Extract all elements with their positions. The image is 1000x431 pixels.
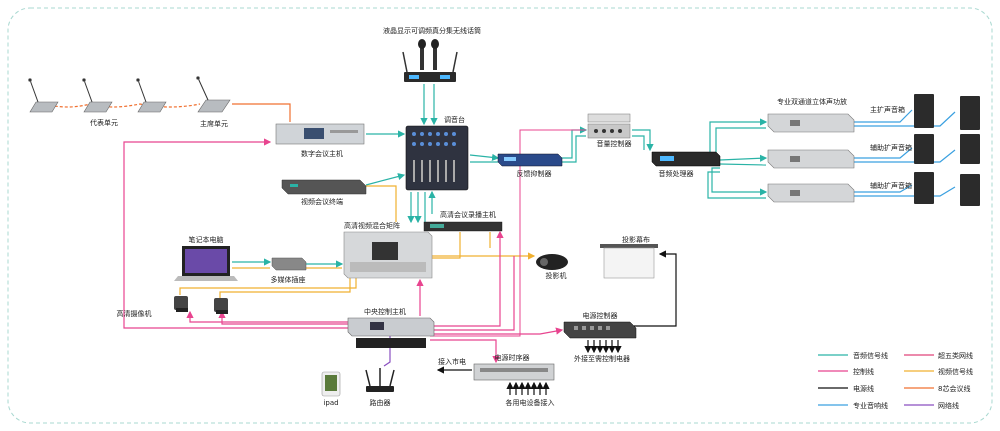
speaker-aux2-right [960, 174, 980, 206]
label-power-ctrl: 电源控制器 [583, 311, 618, 320]
video-conference-terminal [281, 179, 367, 195]
projection-screen [600, 244, 658, 279]
outer-frame [7, 7, 993, 424]
projector [536, 254, 568, 270]
power-sequencer [473, 363, 555, 381]
label-volume: 音量控制器 [597, 139, 632, 148]
label-matrix: 高清视频混合矩阵 [344, 221, 400, 230]
label-power-ext: 外接至需控制电器 [574, 354, 630, 363]
speaker-aux1-left [914, 134, 934, 164]
label-feedback: 反馈抑制器 [517, 169, 552, 178]
legend-label-3: 视频信号线 [938, 367, 973, 376]
label-amp-title: 专业双通道立体声功放 [777, 97, 847, 106]
label-chairman: 主席单元 [200, 119, 228, 128]
label-central: 中央控制主机 [364, 307, 406, 316]
label-camera: 高清摄像机 [117, 309, 152, 318]
label-processor: 音频处理器 [659, 169, 694, 178]
multimedia-socket [271, 257, 307, 271]
label-mic: 液晶显示可调频真分集无线话筒 [383, 26, 481, 35]
speaker-main-right [960, 96, 980, 130]
label-video-terminal: 视频会议终端 [301, 197, 343, 206]
label-mixer: 调音台 [444, 115, 465, 124]
label-ipad: ipad [323, 399, 338, 407]
amplifier-2 [767, 149, 855, 169]
label-backup: 各用电设备接入 [506, 398, 555, 407]
hd-recorder [423, 221, 503, 232]
legend-label-4: 电源线 [853, 384, 874, 393]
hd-video-matrix [343, 231, 433, 279]
feedback-suppressor [497, 153, 563, 167]
ipad-device [321, 371, 341, 397]
delegate-units [28, 78, 167, 113]
amplifier-3 [767, 183, 855, 203]
label-projector: 投影机 [546, 271, 567, 280]
speaker-aux2-left [914, 172, 934, 204]
label-recorder: 高清会议录播主机 [440, 210, 496, 219]
laptop [174, 246, 238, 281]
label-delegate: 代表单元 [90, 118, 118, 127]
digital-conference-host [275, 123, 365, 145]
legend-label-0: 音频信号线 [853, 351, 888, 360]
speaker-aux1-right [960, 134, 980, 164]
router-device [365, 368, 395, 392]
amplifier-1 [767, 113, 855, 133]
label-aux-speaker-2: 辅助扩声音箱 [870, 181, 912, 190]
legend-label-7: 网络线 [938, 401, 959, 410]
volume-controller [587, 113, 631, 139]
legend: 音频信号线 超五类网线 控制线 视频信号线 电源线 8芯会议线 专业音响线 网络… [818, 351, 973, 410]
power-controller [563, 321, 637, 339]
central-control-host [347, 317, 435, 348]
audio-mixer [405, 125, 469, 191]
label-router: 路由器 [370, 398, 391, 407]
speakers [914, 94, 980, 206]
label-multimedia: 多媒体插座 [271, 275, 306, 284]
legend-label-5: 8芯会议线 [938, 384, 970, 393]
label-digital-host: 数字会议主机 [301, 149, 343, 158]
audio-processor [651, 151, 721, 167]
wireless-mic-receiver [402, 39, 458, 82]
hd-camera-2 [214, 298, 228, 314]
label-screen: 投影幕布 [622, 235, 650, 244]
label-sequencer: 电源时序器 [495, 353, 530, 362]
label-main-speaker: 主扩声音箱 [870, 105, 905, 114]
chairman-unit [196, 76, 231, 113]
legend-label-2: 控制线 [853, 367, 874, 376]
speaker-main-left [914, 94, 934, 128]
legend-label-6: 专业音响线 [853, 401, 888, 410]
label-mains: 接入市电 [438, 357, 466, 366]
label-aux-speaker-1: 辅助扩声音箱 [870, 143, 912, 152]
hd-camera-1 [174, 296, 188, 312]
legend-label-1: 超五类网线 [938, 351, 973, 360]
label-laptop: 笔记本电脑 [189, 235, 224, 244]
